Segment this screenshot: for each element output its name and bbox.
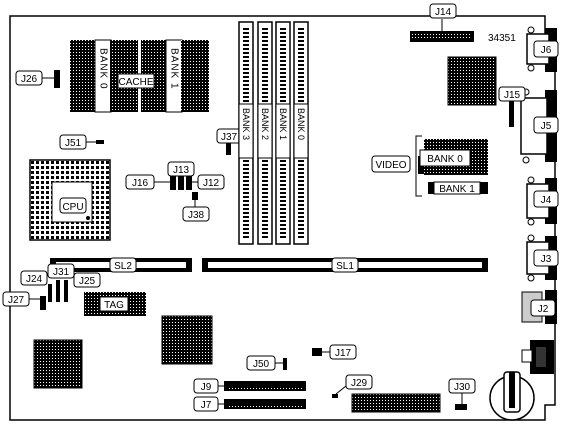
j38-label: J38: [188, 210, 205, 221]
cache-bank-0-label: BANK 0: [98, 48, 109, 90]
simm-slot-bank-1: BANK 1: [275, 21, 291, 245]
j30-label: J30: [454, 382, 471, 393]
cpu-label: CPU: [62, 202, 83, 213]
j17-jumper: J17: [312, 344, 357, 360]
j14-connector: J14: [410, 3, 474, 42]
sl2-slot: SL2: [50, 257, 192, 273]
j29-label: J29: [351, 378, 368, 389]
j26-jumper: J26: [15, 70, 60, 88]
sl1-slot: SL1: [202, 257, 488, 273]
j14-label: J14: [435, 7, 452, 18]
j31-label: J31: [53, 267, 70, 278]
j4-connector: J4: [526, 176, 559, 226]
cpu-socket: CPU: [29, 159, 111, 241]
j9-connector: J9: [193, 378, 306, 394]
simm-bank-3-label: BANK 3: [241, 108, 251, 140]
simm-bank-2-label: BANK 2: [260, 108, 270, 140]
j9-label: J9: [201, 382, 212, 393]
j5-label: J5: [541, 121, 552, 132]
j29-jumper: J29: [332, 374, 373, 398]
j6-connector: J6: [526, 26, 559, 72]
j7-label: J7: [201, 400, 212, 411]
simm-slots: BANK 3 BANK 2 BANK 1 BANK 0: [238, 21, 309, 245]
j51-jumper: J51: [59, 134, 104, 150]
simm-slot-bank-0: BANK 0: [293, 21, 309, 245]
j3-label: J3: [541, 254, 552, 265]
video-bank-0-label: BANK 0: [427, 154, 463, 165]
j27-label: J27: [8, 295, 25, 306]
battery: [489, 371, 535, 421]
simm-bank-1-label: BANK 1: [278, 108, 288, 140]
j4-label: J4: [541, 195, 552, 206]
header-strip-bottom: [351, 393, 441, 413]
cache-label-box: [117, 73, 155, 89]
j25-label: J25: [79, 276, 96, 287]
tag-label: TAG: [104, 300, 124, 311]
j12-label: J12: [203, 178, 220, 189]
video-memory: VIDEO BANK 0 BANK 1: [371, 135, 488, 197]
j3-connector: J3: [526, 234, 559, 282]
j2-connector: J2: [521, 290, 557, 324]
sl2-label: SL2: [114, 261, 132, 272]
cache-label: CACHE: [118, 77, 153, 88]
j15-jumper: J15: [498, 86, 526, 127]
j51-label: J51: [65, 138, 82, 149]
j24-j31-j25-j27-cluster: J24 J31 J25 J27: [2, 263, 101, 310]
j37-label: J37: [221, 132, 238, 143]
j7-connector: J7: [193, 396, 306, 412]
tag-chip: TAG: [84, 292, 146, 316]
simm-slot-bank-3: BANK 3: [238, 21, 254, 245]
j6-label: J6: [541, 45, 552, 56]
j24-label: J24: [26, 274, 43, 285]
keyboard-connector: [521, 340, 554, 374]
sl1-label: SL1: [336, 261, 354, 272]
j26-label: J26: [21, 74, 38, 85]
j50-jumper: J50: [246, 355, 287, 371]
j30-jumper: J30: [448, 378, 476, 410]
j16-label: J16: [132, 178, 149, 189]
j5-connector: J5: [520, 88, 559, 164]
simm-bank-0-label: BANK 0: [296, 108, 306, 140]
j15-label: J15: [504, 90, 521, 101]
simm-slot-bank-2: BANK 2: [257, 21, 273, 245]
j17-label: J17: [335, 348, 352, 359]
cache-bank-1: BANK 1: [141, 39, 209, 113]
diagram-id: 34351: [488, 33, 516, 44]
j13-label: J13: [173, 165, 190, 176]
j50-label: J50: [253, 359, 270, 370]
video-bank-1-label: BANK 1: [439, 184, 475, 195]
chip-lower-center: [161, 315, 213, 365]
j13-j12-j16-cluster: J13 J16 J12 J38: [125, 161, 225, 222]
j2-label: J2: [538, 304, 549, 315]
cache-bank-1-label: BANK 1: [169, 48, 180, 90]
chipset-chip-top-right: [447, 56, 497, 106]
video-label: VIDEO: [375, 160, 406, 171]
chip-lower-left: [33, 339, 83, 389]
